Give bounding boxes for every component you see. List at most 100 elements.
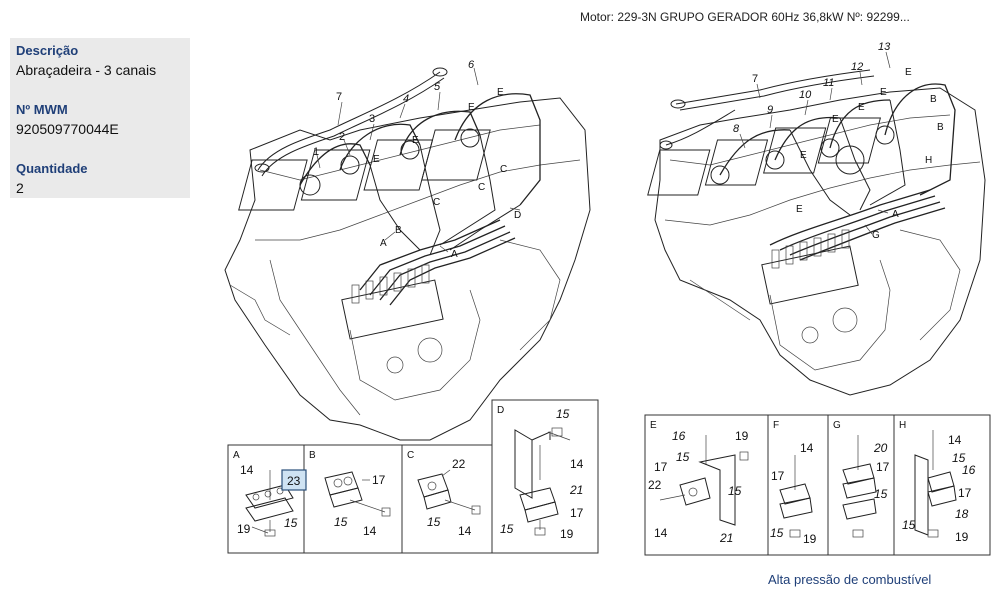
panel-d-label-14: 14 [570, 457, 584, 471]
panel-h-label-17: 17 [958, 486, 972, 500]
left-callout-4: 4 [403, 93, 409, 105]
left-callout-c1: C [500, 164, 507, 175]
right-callout-7: 7 [752, 73, 758, 85]
panel-a-label-14: 14 [240, 463, 254, 477]
panel-c-label-14: 14 [458, 524, 472, 538]
left-callout-a1: A [380, 238, 387, 249]
panel-b-label-15: 15 [334, 515, 348, 529]
panel-g: G 20 17 15 [833, 420, 890, 538]
left-callout-3: 3 [369, 113, 375, 125]
panel-c: C 22 15 14 [407, 450, 481, 538]
detail-panels-right: E 16 19 15 17 22 15 14 21 F 14 17 15 [644, 414, 991, 556]
panel-f: F 14 17 15 19 [770, 420, 817, 546]
detail-panels-left: A 14 23 19 15 B 17 15 [227, 399, 599, 554]
left-callout-c2: C [478, 182, 485, 193]
panel-e-label-21: 21 [719, 531, 733, 545]
descricao-label: Descrição [16, 43, 79, 58]
panel-a-label-23: 23 [287, 474, 301, 488]
panel-d: D 15 14 21 17 15 19 [497, 405, 584, 541]
left-callout-e2: E [412, 135, 419, 146]
panel-c-letter: C [407, 450, 414, 461]
left-callout-2: 2 [339, 131, 345, 143]
panel-h-label-18: 18 [955, 507, 969, 521]
right-callout-e6: E [796, 204, 803, 215]
highlighted-part-23[interactable] [281, 469, 307, 491]
panel-d-letter: D [497, 405, 504, 416]
panel-g-label-17: 17 [876, 460, 890, 474]
right-callout-12: 12 [851, 61, 863, 73]
left-callout-7: 7 [336, 91, 342, 103]
panel-e-label-17: 17 [654, 460, 668, 474]
quantidade-value: 2 [16, 180, 24, 196]
left-callout-e1: E [373, 154, 380, 165]
part-info-panel: Descrição Abraçadeira - 3 canais Nº MWM … [10, 38, 190, 198]
panel-g-label-20: 20 [873, 441, 888, 455]
left-callout-1: 1 [313, 146, 319, 158]
panel-c-label-22: 22 [452, 457, 466, 471]
panel-e: E 16 19 15 17 22 15 14 21 [648, 420, 749, 545]
right-callout-9: 9 [767, 104, 773, 116]
panel-f-label-14: 14 [800, 441, 814, 455]
left-callout-c3: C [433, 197, 440, 208]
panel-f-label-17: 17 [771, 469, 785, 483]
numero-mwm-value: 920509770044E [16, 121, 119, 137]
right-callout-11: 11 [823, 77, 834, 89]
right-callout-h: H [925, 155, 932, 166]
panel-h-label-14: 14 [948, 433, 962, 447]
panel-e-label-22: 22 [648, 478, 662, 492]
right-callout-e1: E [800, 150, 807, 161]
right-callout-e2: E [832, 114, 839, 125]
descricao-value: Abraçadeira - 3 canais [16, 62, 157, 78]
panel-h: H 14 15 16 17 18 15 19 [899, 420, 976, 544]
panel-f-label-19: 19 [803, 532, 817, 546]
panel-e-label-14: 14 [654, 526, 668, 540]
right-callout-e5: E [905, 67, 912, 78]
panel-g-letter: G [833, 420, 841, 431]
right-callout-13: 13 [878, 41, 891, 53]
right-callout-a: A [892, 209, 899, 220]
right-callout-10: 10 [799, 89, 812, 101]
panel-f-letter: F [773, 420, 779, 431]
left-callout-e4: E [497, 87, 504, 98]
panel-h-label-15b: 15 [902, 518, 916, 532]
right-callout-e3: E [858, 102, 865, 113]
right-callout-b1: B [937, 122, 944, 133]
panel-d-label-21: 21 [569, 483, 583, 497]
left-engine-drawing: 7 4 5 6 3 2 1 E E E E C C C B A A D [224, 59, 591, 441]
panel-c-label-15: 15 [427, 515, 441, 529]
right-callout-8: 8 [733, 123, 740, 135]
panel-h-letter: H [899, 420, 906, 431]
panel-a-label-15: 15 [284, 516, 298, 530]
left-callout-d: D [514, 210, 521, 221]
panel-e-label-15b: 15 [728, 484, 742, 498]
left-callout-5: 5 [434, 81, 441, 93]
right-engine-drawing: 7 9 8 10 11 12 13 E E E E E B B H A G E [647, 41, 986, 396]
panel-e-label-19: 19 [735, 429, 749, 443]
panel-e-label-16: 16 [672, 429, 686, 443]
panel-e-label-15a: 15 [676, 450, 690, 464]
right-callout-g: G [872, 230, 880, 241]
left-callout-b: B [395, 225, 402, 236]
panel-a-letter: A [233, 450, 240, 461]
numero-mwm-label: Nº MWM [16, 102, 68, 117]
right-callout-e4: E [880, 87, 887, 98]
motor-title: Motor: 229-3N GRUPO GERADOR 60Hz 36,8kW … [580, 10, 910, 24]
panel-h-label-16: 16 [962, 463, 976, 477]
panel-e-letter: E [650, 420, 657, 431]
diagram-caption: Alta pressão de combustível [768, 572, 932, 587]
left-callout-6: 6 [468, 59, 475, 71]
panel-d-label-17: 17 [570, 506, 584, 520]
quantidade-label: Quantidade [16, 161, 88, 176]
panel-a-label-19: 19 [237, 522, 251, 536]
right-injection-pump-valves [771, 229, 850, 269]
injection-pump-valves [351, 264, 430, 304]
panel-a: A 14 23 19 15 [233, 450, 307, 537]
panel-b-label-14: 14 [363, 524, 377, 538]
left-callout-a2: A [451, 249, 458, 260]
panel-g-label-15: 15 [874, 487, 888, 501]
panel-b: B 17 15 14 [309, 450, 391, 538]
panel-b-label-17: 17 [372, 473, 386, 487]
left-callout-e3: E [468, 102, 475, 113]
panel-f-label-15: 15 [770, 526, 784, 540]
